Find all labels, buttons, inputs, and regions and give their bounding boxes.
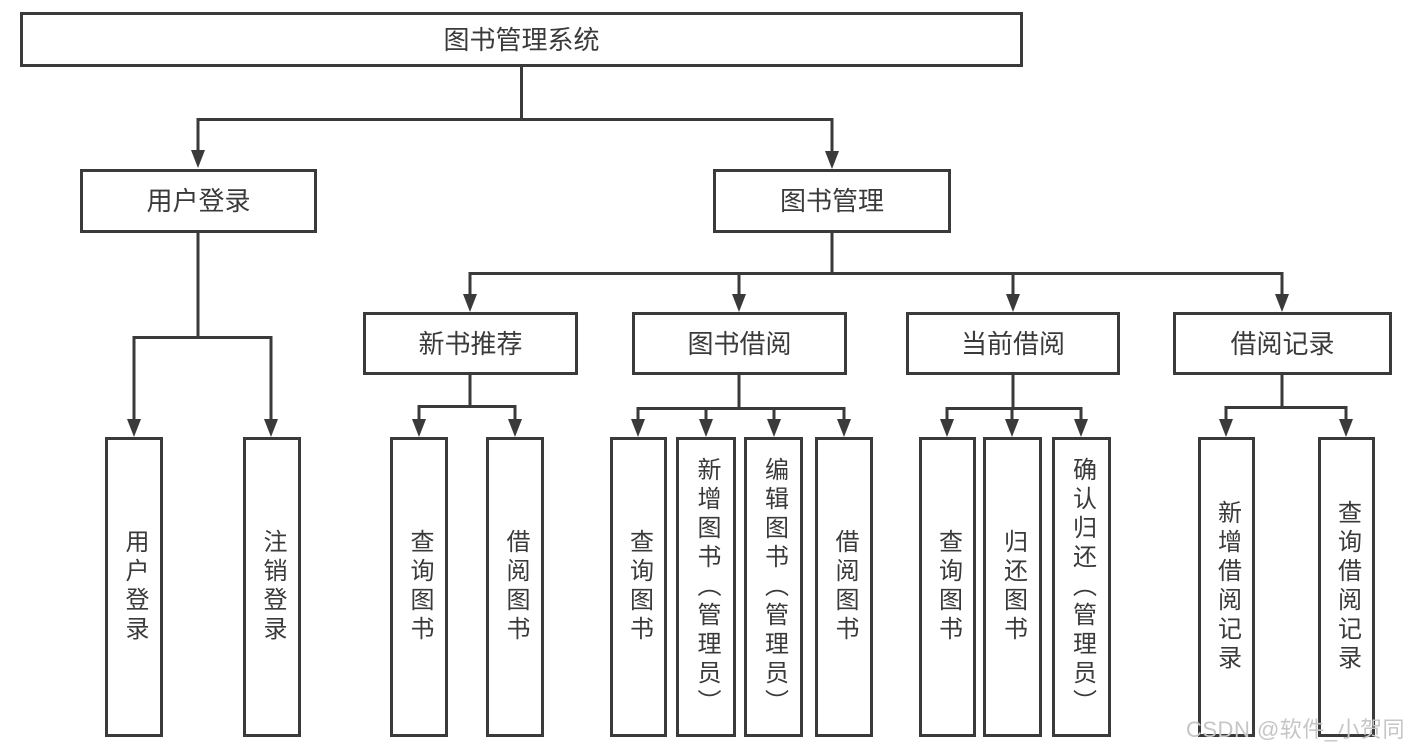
leaf-query-books-borrow-label: 查询图书: [625, 529, 653, 645]
group-current-borrow: 当前借阅: [906, 312, 1120, 375]
leaf-edit-book-admin: 编辑图书（管理员）: [744, 437, 803, 737]
leaf-query-books-recommend: 查询图书: [390, 437, 448, 737]
leaf-borrow-books-borrow: 借阅图书: [815, 437, 873, 737]
leaf-confirm-return-admin-label: 确认归还（管理员）: [1068, 456, 1096, 718]
branch-book-management-label: 图书管理: [779, 186, 884, 216]
node-root-label: 图书管理系统: [443, 24, 600, 55]
leaf-query-books-recommend-label: 查询图书: [406, 529, 433, 645]
group-book-borrow-label: 图书借阅: [687, 328, 792, 359]
group-new-book-recommend: 新书推荐: [363, 312, 578, 375]
group-book-borrow: 图书借阅: [632, 312, 847, 375]
group-borrow-record: 借阅记录: [1173, 312, 1392, 375]
leaf-add-borrow-record-label: 新增借阅记录: [1213, 500, 1241, 674]
leaf-query-books-borrow: 查询图书: [610, 437, 667, 737]
group-new-book-recommend-label: 新书推荐: [418, 328, 523, 359]
group-current-borrow-label: 当前借阅: [960, 328, 1065, 359]
leaf-edit-book-admin-label: 编辑图书（管理员）: [760, 456, 788, 718]
branch-user-login: 用户登录: [80, 169, 317, 233]
leaf-add-book-admin: 新增图书（管理员）: [676, 437, 736, 737]
node-root: 图书管理系统: [20, 12, 1023, 67]
leaf-logout: 注销登录: [243, 437, 301, 737]
leaf-borrow-books-recommend-label: 借阅图书: [502, 529, 529, 645]
leaf-add-borrow-record: 新增借阅记录: [1198, 437, 1255, 737]
group-borrow-record-label: 借阅记录: [1230, 328, 1335, 359]
leaf-borrow-books-borrow-label: 借阅图书: [831, 529, 858, 645]
leaf-borrow-books-recommend: 借阅图书: [486, 437, 544, 737]
leaf-user-login: 用户登录: [105, 437, 163, 737]
leaf-logout-label: 注销登录: [259, 529, 286, 645]
leaf-user-login-label: 用户登录: [121, 529, 148, 645]
branch-user-login-label: 用户登录: [146, 186, 251, 216]
leaf-confirm-return-admin: 确认归还（管理员）: [1052, 437, 1111, 737]
leaf-return-book: 归还图书: [983, 437, 1042, 737]
csdn-watermark: CSDN @软件_小贺同学: [1186, 717, 1405, 742]
leaf-add-book-admin-label: 新增图书（管理员）: [693, 456, 720, 718]
leaf-query-borrow-record: 查询借阅记录: [1318, 437, 1375, 737]
branch-book-management: 图书管理: [713, 169, 951, 233]
leaf-query-books-current: 查询图书: [919, 437, 976, 737]
leaf-query-borrow-record-label: 查询借阅记录: [1333, 500, 1361, 674]
leaf-return-book-label: 归还图书: [999, 529, 1027, 645]
leaf-query-books-current-label: 查询图书: [934, 529, 962, 645]
